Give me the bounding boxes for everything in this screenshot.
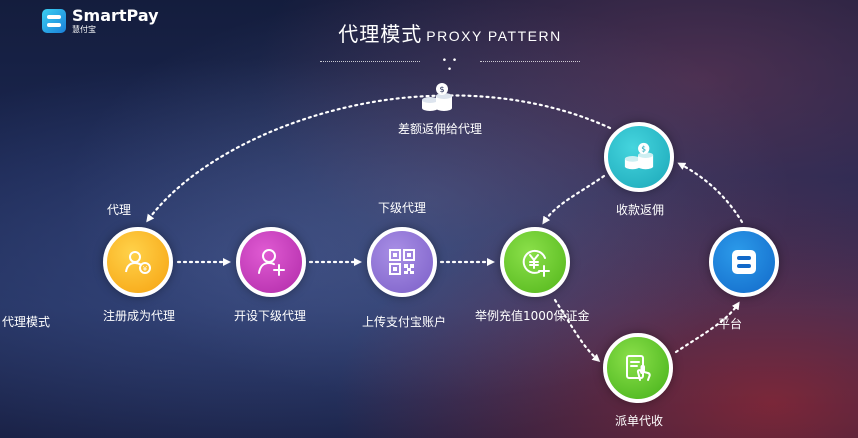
side-label: 代理模式 — [2, 315, 51, 329]
svg-text:¥: ¥ — [143, 265, 148, 273]
node-upload-alipay — [367, 227, 437, 297]
brand-text: SmartPay 慧付宝 — [72, 8, 159, 34]
node-platform — [709, 227, 779, 297]
coin-stack-icon: $ — [624, 142, 654, 170]
qr-code-icon — [389, 249, 415, 275]
label-upload: 上传支付宝账户 — [362, 315, 447, 329]
node-register-agent: ¥ — [103, 227, 173, 297]
label-collect: 收款返佣 — [616, 203, 665, 217]
user-register-icon: ¥ — [125, 251, 151, 274]
title-en: PROXY PATTERN — [426, 28, 562, 44]
divider-dots: • • • — [441, 56, 459, 75]
node-dispatch — [603, 333, 673, 403]
label-register: 注册成为代理 — [103, 309, 176, 323]
label-dispatch: 派单代收 — [615, 414, 664, 428]
label-commission-diff: 差额返佣给代理 — [398, 122, 483, 136]
svg-text:$: $ — [641, 144, 646, 153]
connector-deposit-to-dispatch — [553, 298, 601, 362]
node-open-sub-agent — [236, 227, 306, 297]
connector-collect-to-deposit — [542, 174, 606, 225]
label-deposit: 举例充值1000保证金 — [475, 309, 590, 323]
connector-collect-to-register-arc — [146, 94, 612, 223]
brand-name: SmartPay — [72, 6, 159, 25]
title-zh: 代理模式 — [338, 22, 423, 46]
add-user-icon — [258, 249, 285, 276]
svg-text:$: $ — [439, 85, 444, 94]
brand-logo: SmartPay 慧付宝 — [42, 8, 159, 34]
label-platform: 平台 — [718, 317, 743, 331]
connector-dispatch-to-platform — [674, 301, 740, 354]
label-open-sub: 开设下级代理 — [234, 309, 307, 323]
yuan-add-icon — [522, 249, 550, 277]
node-collect-commission: $ — [604, 122, 674, 192]
divider-line-right — [480, 61, 580, 62]
smartpay-logo-icon — [732, 250, 756, 274]
node-deposit — [500, 227, 570, 297]
connector-platform-to-collect — [677, 162, 744, 224]
label-agent: 代理 — [107, 203, 132, 217]
order-tap-icon — [626, 355, 651, 381]
brand-subtitle: 慧付宝 — [72, 25, 96, 34]
coin-stack-icon: $ — [420, 82, 454, 114]
smartpay-logo-icon — [42, 9, 66, 33]
label-sub-agent: 下级代理 — [378, 201, 427, 215]
divider-line-left — [320, 61, 420, 62]
title-divider: • • • — [320, 57, 580, 75]
